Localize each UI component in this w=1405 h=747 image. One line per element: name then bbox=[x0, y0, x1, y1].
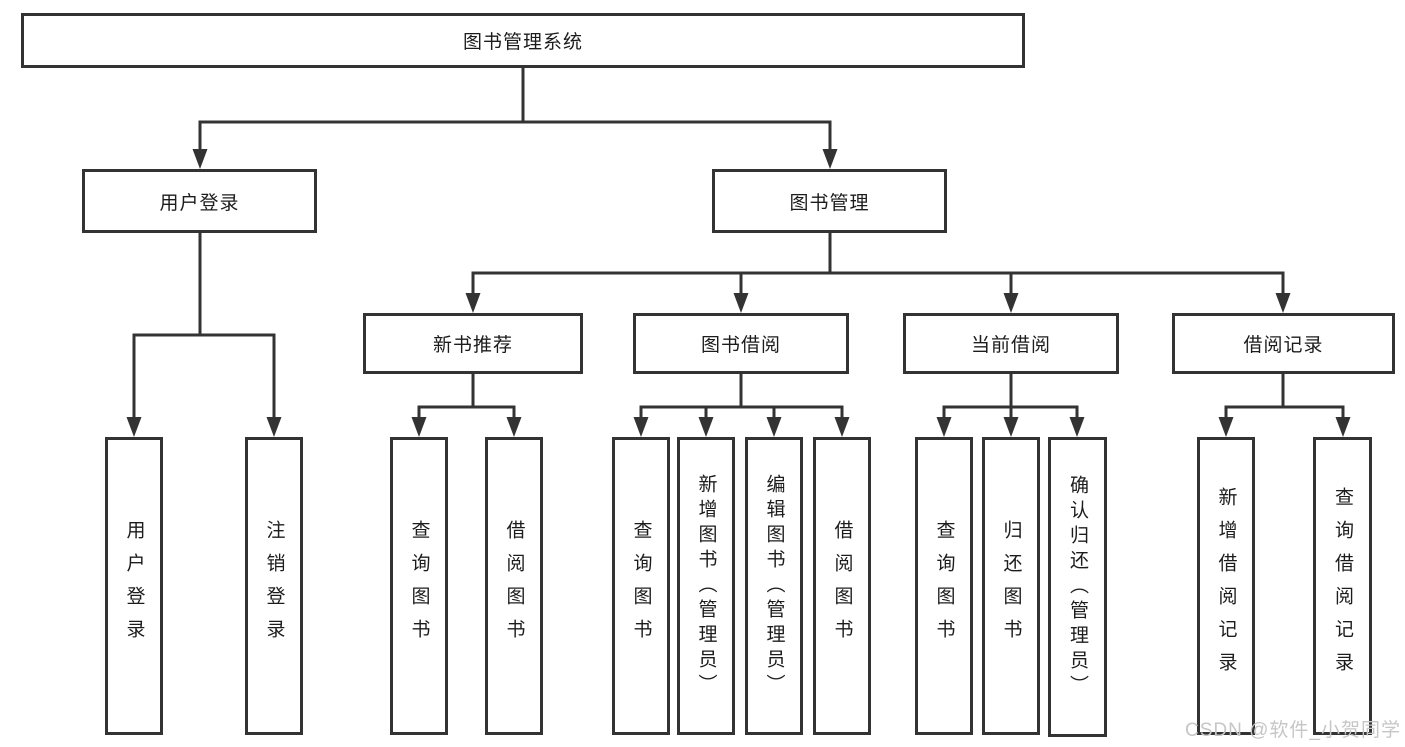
leaf-borrow-add-book-admin: 新增图书（管理员） bbox=[677, 437, 735, 735]
leaf-logout: 注销登录 bbox=[245, 437, 303, 735]
node-book-borrow: 图书借阅 bbox=[633, 313, 849, 374]
leaf-current-confirm-return-admin: 确认归还（管理员） bbox=[1048, 437, 1107, 737]
leaf-recommend-borrow-books: 借阅图书 bbox=[485, 437, 543, 735]
connector-borrow-to-leaves bbox=[633, 372, 850, 437]
node-library-management-system: 图书管理系统 bbox=[21, 13, 1025, 68]
leaf-borrow-borrow-books: 借阅图书 bbox=[813, 437, 871, 735]
leaf-borrow-query-books: 查询图书 bbox=[612, 437, 670, 735]
leaf-records-add-record: 新增借阅记录 bbox=[1197, 437, 1255, 735]
connector-records-to-leaves bbox=[1218, 372, 1351, 437]
leaf-borrow-edit-book-admin: 编辑图书（管理员） bbox=[745, 437, 803, 735]
leaf-user-login: 用户登录 bbox=[105, 437, 163, 735]
node-borrow-records: 借阅记录 bbox=[1172, 313, 1395, 374]
connector-recommend-to-leaves bbox=[411, 372, 522, 437]
node-book-management: 图书管理 bbox=[712, 169, 947, 233]
connector-book-management-to-level2 bbox=[465, 231, 1291, 313]
node-user-login: 用户登录 bbox=[82, 169, 317, 233]
node-new-book-recommend: 新书推荐 bbox=[363, 313, 583, 374]
connector-user-login-to-leaves bbox=[126, 231, 282, 437]
leaf-records-query-record: 查询借阅记录 bbox=[1313, 437, 1372, 735]
connector-root-to-level1 bbox=[192, 66, 838, 169]
node-current-borrow: 当前借阅 bbox=[903, 313, 1119, 374]
leaf-recommend-query-books: 查询图书 bbox=[390, 437, 448, 735]
leaf-current-query-books: 查询图书 bbox=[915, 437, 973, 735]
leaf-current-return-books: 归还图书 bbox=[982, 437, 1040, 735]
connector-current-to-leaves bbox=[936, 372, 1085, 437]
